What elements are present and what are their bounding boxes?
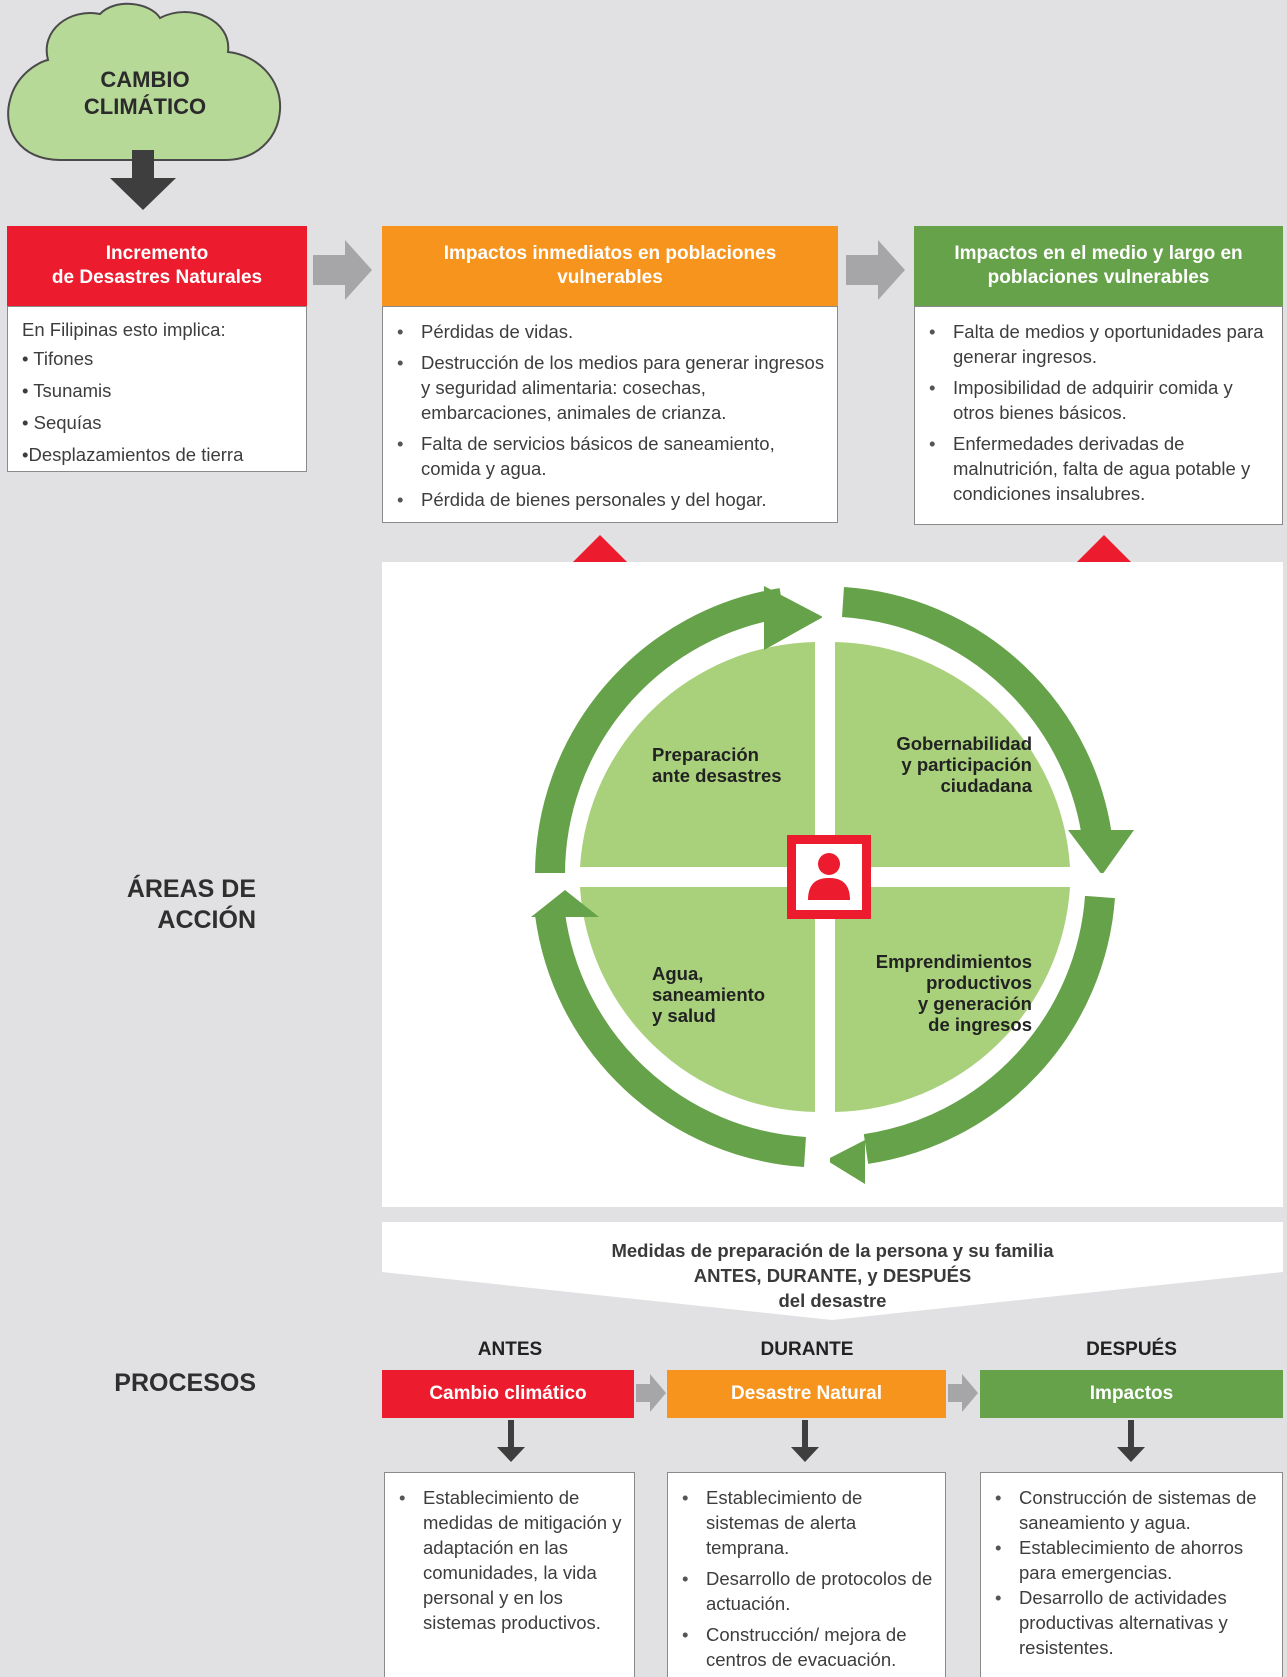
process-arrow-2 <box>948 1374 978 1412</box>
cloud-line-1: CAMBIO <box>100 67 190 92</box>
phase-label-durante: DURANTE <box>760 1339 854 1360</box>
col2-item: Destrucción de los medios para generar i… <box>383 350 825 425</box>
banner-text: Medidas de preparación de la persona y s… <box>382 1238 1283 1313</box>
process-item: Construcción de sistemas de saneamiento … <box>981 1485 1274 1535</box>
process-down-arrow-2 <box>791 1420 819 1462</box>
col3-item: Imposibilidad de adquirir comida y otros… <box>915 375 1270 425</box>
col1-list: • Tifones • Tsunamis • Sequías •Desplaza… <box>22 343 292 471</box>
process-list-durante: Establecimiento de sistemas de alerta te… <box>668 1485 937 1672</box>
process-header-desastre: Desastre Natural <box>667 1370 946 1418</box>
process-header-impactos: Impactos <box>980 1370 1283 1418</box>
col3-body: Falta de medios y oportunidades para gen… <box>914 306 1283 525</box>
process-item: Establecimiento de medidas de mitigación… <box>385 1485 624 1635</box>
quad-label-line: y salud <box>652 1005 716 1026</box>
quadrant-top-left <box>580 642 815 867</box>
quad-label-line: ante desastres <box>652 765 782 786</box>
quad-label-line: saneamiento <box>652 984 766 1005</box>
quad-label-line: productivos <box>926 972 1032 993</box>
process-body-durante: Establecimiento de sistemas de alerta te… <box>667 1472 946 1677</box>
col1-header: Incremento de Desastres Naturales <box>7 226 307 306</box>
quadrant-label-gobernabilidad: Gobernabilidad y participación ciudadana <box>844 733 1032 796</box>
col2-item: Falta de servicios básicos de saneamient… <box>383 431 825 481</box>
col2-item: Pérdidas de vidas. <box>383 319 825 344</box>
phase-label-antes: ANTES <box>477 1339 543 1360</box>
quad-label-line: Gobernabilidad <box>896 733 1032 754</box>
col3-list: Falta de medios y oportunidades para gen… <box>915 319 1270 506</box>
col1-intro: En Filipinas esto implica: <box>22 319 226 340</box>
col1-item: • Sequías <box>22 412 102 433</box>
col3-header: Impactos en el medio y largo en poblacio… <box>914 226 1283 306</box>
cloud-line-2: CLIMÁTICO <box>83 94 207 119</box>
banner-line2: ANTES, DURANTE, y DESPUÉS <box>693 1265 972 1286</box>
banner-line1: Medidas de preparación de la persona y s… <box>611 1240 1054 1261</box>
areas-label: ÁREAS DE ACCIÓN <box>90 874 256 936</box>
ring-arc-bottom-right <box>863 895 1115 1164</box>
col2-item: Pérdida de bienes personales y del hogar… <box>383 487 825 512</box>
col1-title-line2: de Desastres Naturales <box>51 267 263 288</box>
process-body-antes: Establecimiento de medidas de mitigación… <box>384 1472 635 1677</box>
ring-arrowhead-top <box>764 586 823 650</box>
col1-title-line1: Incremento <box>105 243 209 264</box>
ring-arrowhead-bottom <box>826 1140 865 1184</box>
process-list-antes: Establecimiento de medidas de mitigación… <box>385 1485 624 1635</box>
col1-item: • Tifones <box>22 348 94 369</box>
process-list-despues: Construcción de sistemas de saneamiento … <box>981 1485 1274 1660</box>
procesos-label: PROCESOS <box>114 1369 256 1397</box>
quad-label-line: Preparación <box>652 744 759 765</box>
areas-label-line1: ÁREAS DE <box>126 875 256 903</box>
col3-item: Falta de medios y oportunidades para gen… <box>915 319 1270 369</box>
right-arrow-2 <box>846 240 905 300</box>
banner-shape <box>382 1222 1283 1320</box>
areas-label-line2: ACCIÓN <box>157 906 256 934</box>
col2-header: Impactos inmediatos en poblaciones vulne… <box>382 226 838 306</box>
col1-item: •Desplazamientos de tierra <box>22 444 244 465</box>
col2-title-line1: Impactos inmediatos en poblaciones <box>443 243 777 264</box>
process-item: Establecimiento de ahorros para emergenc… <box>981 1535 1274 1585</box>
ring-arrowhead-right <box>1068 830 1134 875</box>
quad-label-line: y participación <box>901 754 1032 775</box>
quadrant-bottom-right <box>835 887 1070 1112</box>
col3-title-line2: poblaciones vulnerables <box>987 267 1210 288</box>
quad-label-line: Agua, <box>652 963 704 984</box>
process-arrow-1 <box>636 1374 666 1412</box>
col2-title-line2: vulnerables <box>557 267 663 288</box>
col1-body: En Filipinas esto implica: • Tifones • T… <box>7 306 307 472</box>
process-item: Construcción/ mejora de centros de evacu… <box>668 1622 937 1672</box>
ring-arc-bottom-left <box>535 912 806 1167</box>
person-icon <box>808 853 850 900</box>
cloud-shape <box>7 2 282 161</box>
quadrant-top-right <box>835 642 1070 867</box>
cloud-title: CAMBIO CLIMÁTICO <box>40 66 250 120</box>
quadrant-bottom-left <box>580 887 815 1112</box>
col3-title-line1: Impactos en el medio y largo en <box>954 243 1243 264</box>
banner-line3: del desastre <box>778 1290 887 1311</box>
areas-panel: Preparación ante desastres Gobernabilida… <box>382 562 1283 1207</box>
col2-body: Pérdidas de vidas. Destrucción de los me… <box>382 306 838 523</box>
ring-arrowhead-left <box>531 890 599 917</box>
process-down-arrow-1 <box>497 1420 525 1462</box>
quad-label-line: ciudadana <box>940 775 1033 796</box>
cloud-down-arrow <box>110 150 176 210</box>
ring-arc-top-right <box>842 587 1113 846</box>
quadrant-label-agua: Agua, saneamiento y salud <box>652 963 765 1026</box>
process-header-cambio: Cambio climático <box>382 1370 634 1418</box>
quad-label-line: Emprendimientos <box>875 951 1032 972</box>
col3-item: Enfermedades derivadas de malnutrición, … <box>915 431 1270 506</box>
right-arrow-1 <box>313 240 372 300</box>
quadrant-label-emprendimientos: Emprendimientos productivos y generación… <box>834 951 1032 1035</box>
quadrant-label-preparacion: Preparación ante desastres <box>652 744 782 786</box>
col2-list: Pérdidas de vidas. Destrucción de los me… <box>383 319 825 512</box>
process-item: Desarrollo de actividades productivas al… <box>981 1585 1274 1660</box>
quad-label-line: de ingresos <box>928 1014 1032 1035</box>
process-item: Establecimiento de sistemas de alerta te… <box>668 1485 937 1560</box>
col1-item: • Tsunamis <box>22 380 112 401</box>
process-item: Desarrollo de protocolos de actuación. <box>668 1566 937 1616</box>
ring-arc-top-left <box>535 588 785 875</box>
quad-label-line: y generación <box>917 993 1032 1014</box>
phase-label-despues: DESPUÉS <box>1086 1339 1177 1360</box>
process-down-arrow-3 <box>1117 1420 1145 1462</box>
areas-cycle-diagram <box>531 586 1134 1184</box>
process-body-despues: Construcción de sistemas de saneamiento … <box>980 1472 1283 1677</box>
